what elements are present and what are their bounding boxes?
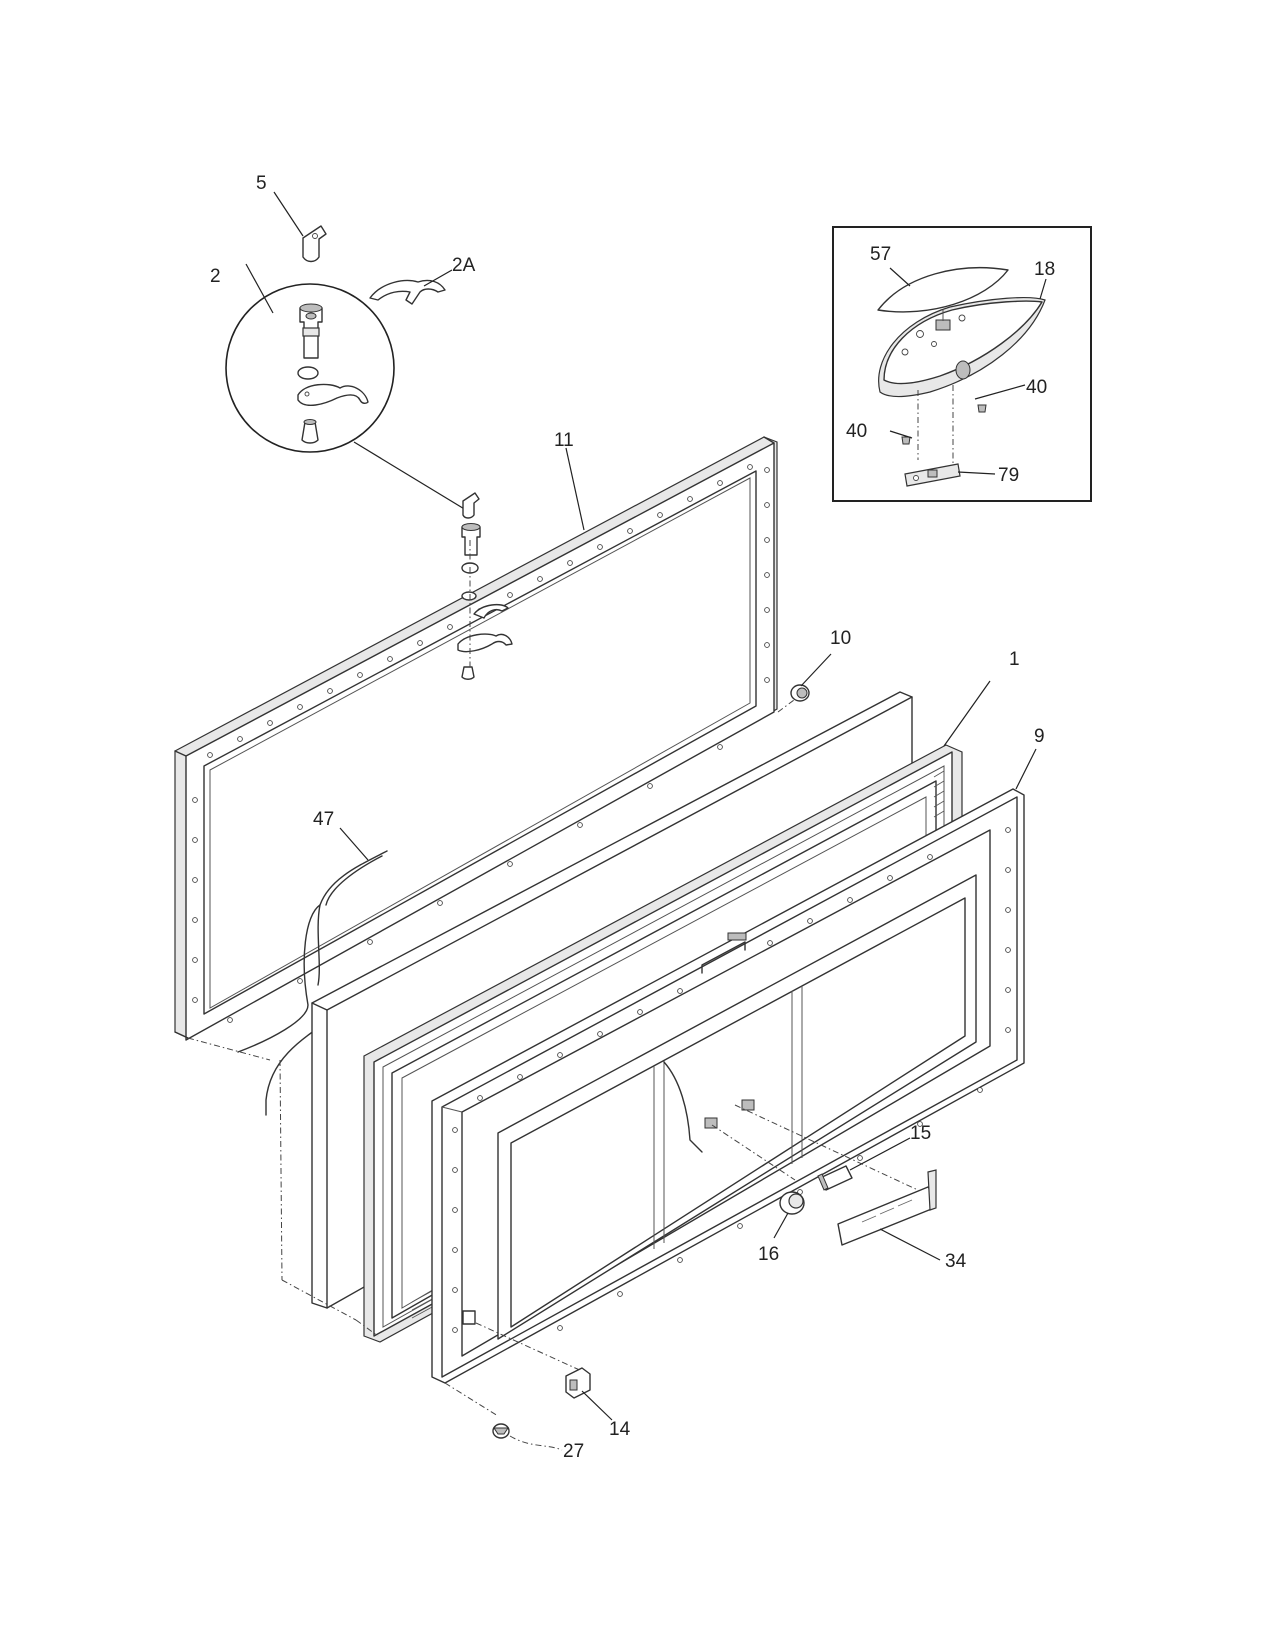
label-part-57: 57 <box>870 244 891 265</box>
label-part-11: 11 <box>554 430 574 451</box>
light-socket-15 <box>817 1165 853 1191</box>
label-part-47: 47 <box>313 809 334 830</box>
label-part-1: 1 <box>1009 649 1020 670</box>
clip-2a <box>369 279 446 305</box>
label-part-10: 10 <box>830 628 851 649</box>
lock-assembly-on-lid <box>457 492 513 680</box>
label-part-79: 79 <box>998 465 1019 486</box>
label-part-16: 16 <box>758 1244 779 1265</box>
label-part-15: 15 <box>910 1123 931 1144</box>
handle-lens-57 <box>877 267 1009 313</box>
screw-40-left <box>901 436 911 445</box>
part-labels: 5 2 2A 11 10 1 9 47 15 16 34 14 27 57 18… <box>210 173 1055 1462</box>
lock-detail-circle <box>225 283 395 453</box>
label-part-2a: 2A <box>452 255 476 276</box>
bracket-79 <box>904 463 961 487</box>
label-part-14: 14 <box>609 1419 631 1440</box>
label-part-9: 9 <box>1034 726 1045 747</box>
label-part-2: 2 <box>210 266 221 287</box>
label-part-40-left: 40 <box>846 421 867 442</box>
label-part-34: 34 <box>945 1251 967 1272</box>
screw-40-right <box>977 404 987 413</box>
lid-frame-holes <box>192 464 770 1023</box>
screw-27 <box>492 1423 510 1439</box>
label-part-40-right: 40 <box>1026 377 1047 398</box>
inner-liner-9 <box>431 788 1025 1384</box>
switch-14 <box>565 1367 591 1399</box>
light-cover-34 <box>837 1169 937 1246</box>
handle-body-18 <box>878 297 1046 398</box>
bulb-16 <box>779 1191 805 1215</box>
label-part-27: 27 <box>563 1441 584 1462</box>
bumper-10 <box>790 684 810 702</box>
label-part-18: 18 <box>1034 259 1055 280</box>
key-5 <box>302 225 327 263</box>
label-part-5: 5 <box>256 173 267 194</box>
handle-assembly-inset <box>832 226 1092 502</box>
